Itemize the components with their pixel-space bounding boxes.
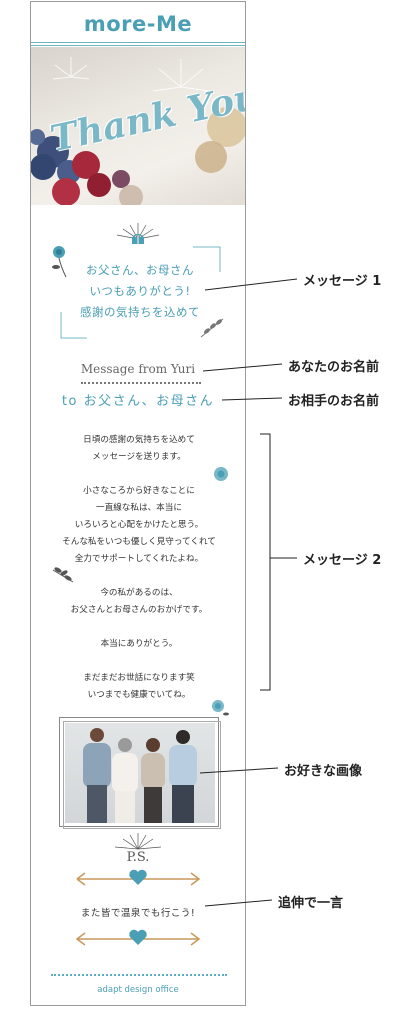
message2: 日頃の感謝の気持ちを込めて メッセージを送ります。 小さなころから好きなことに …	[62, 435, 216, 700]
message1-line: いつもありがとう!	[89, 284, 191, 298]
message1-decor	[52, 223, 224, 339]
family-photo-graphic	[83, 728, 197, 823]
ps-decor	[75, 833, 201, 946]
annotation-partner-name: お相手のお名前	[288, 394, 380, 409]
ps-message: また皆で温泉でも行こう!	[80, 908, 196, 919]
message2-decor	[52, 467, 229, 716]
annotation-your-name: あなたのお名前	[288, 360, 380, 375]
sender-name: Message from Yuri	[80, 362, 196, 376]
brand-divider-2	[31, 45, 245, 46]
rose-icon	[214, 467, 228, 481]
message1-line: 感謝の気持ちを込めて	[80, 305, 200, 319]
annotation-image: お好きな画像	[284, 764, 363, 779]
name-divider	[81, 382, 201, 384]
heart-arrow-top	[76, 869, 201, 886]
ps-label: P.S.	[126, 850, 150, 865]
rose-icon	[212, 700, 229, 716]
photo-frame-inner	[63, 721, 221, 829]
family-photo	[65, 723, 215, 823]
brand-divider	[31, 42, 245, 43]
annotation-ps: 追伸で一言	[278, 896, 344, 911]
heart-arrow-bottom	[75, 929, 201, 946]
brand-logo: more-Me	[83, 12, 193, 36]
hero-flowers-graphic	[31, 57, 245, 205]
leaf-icon	[52, 567, 74, 583]
annotation-message2: メッセージ 2	[303, 553, 382, 568]
message1: お父さん、お母さん いつもありがとう! 感謝の気持ちを込めて	[51, 260, 229, 323]
hero-image: Thank You	[31, 47, 245, 205]
annotation-message1: メッセージ 1	[303, 274, 382, 289]
footer-credit: adapt design office	[97, 985, 179, 995]
rose-icon	[52, 246, 67, 278]
footer-divider	[51, 974, 227, 976]
message-card: more-Me Thank You	[30, 1, 246, 1006]
recipient-name: to お父さん、お母さん	[61, 394, 215, 409]
message1-line: お父さん、お母さん	[86, 263, 194, 277]
